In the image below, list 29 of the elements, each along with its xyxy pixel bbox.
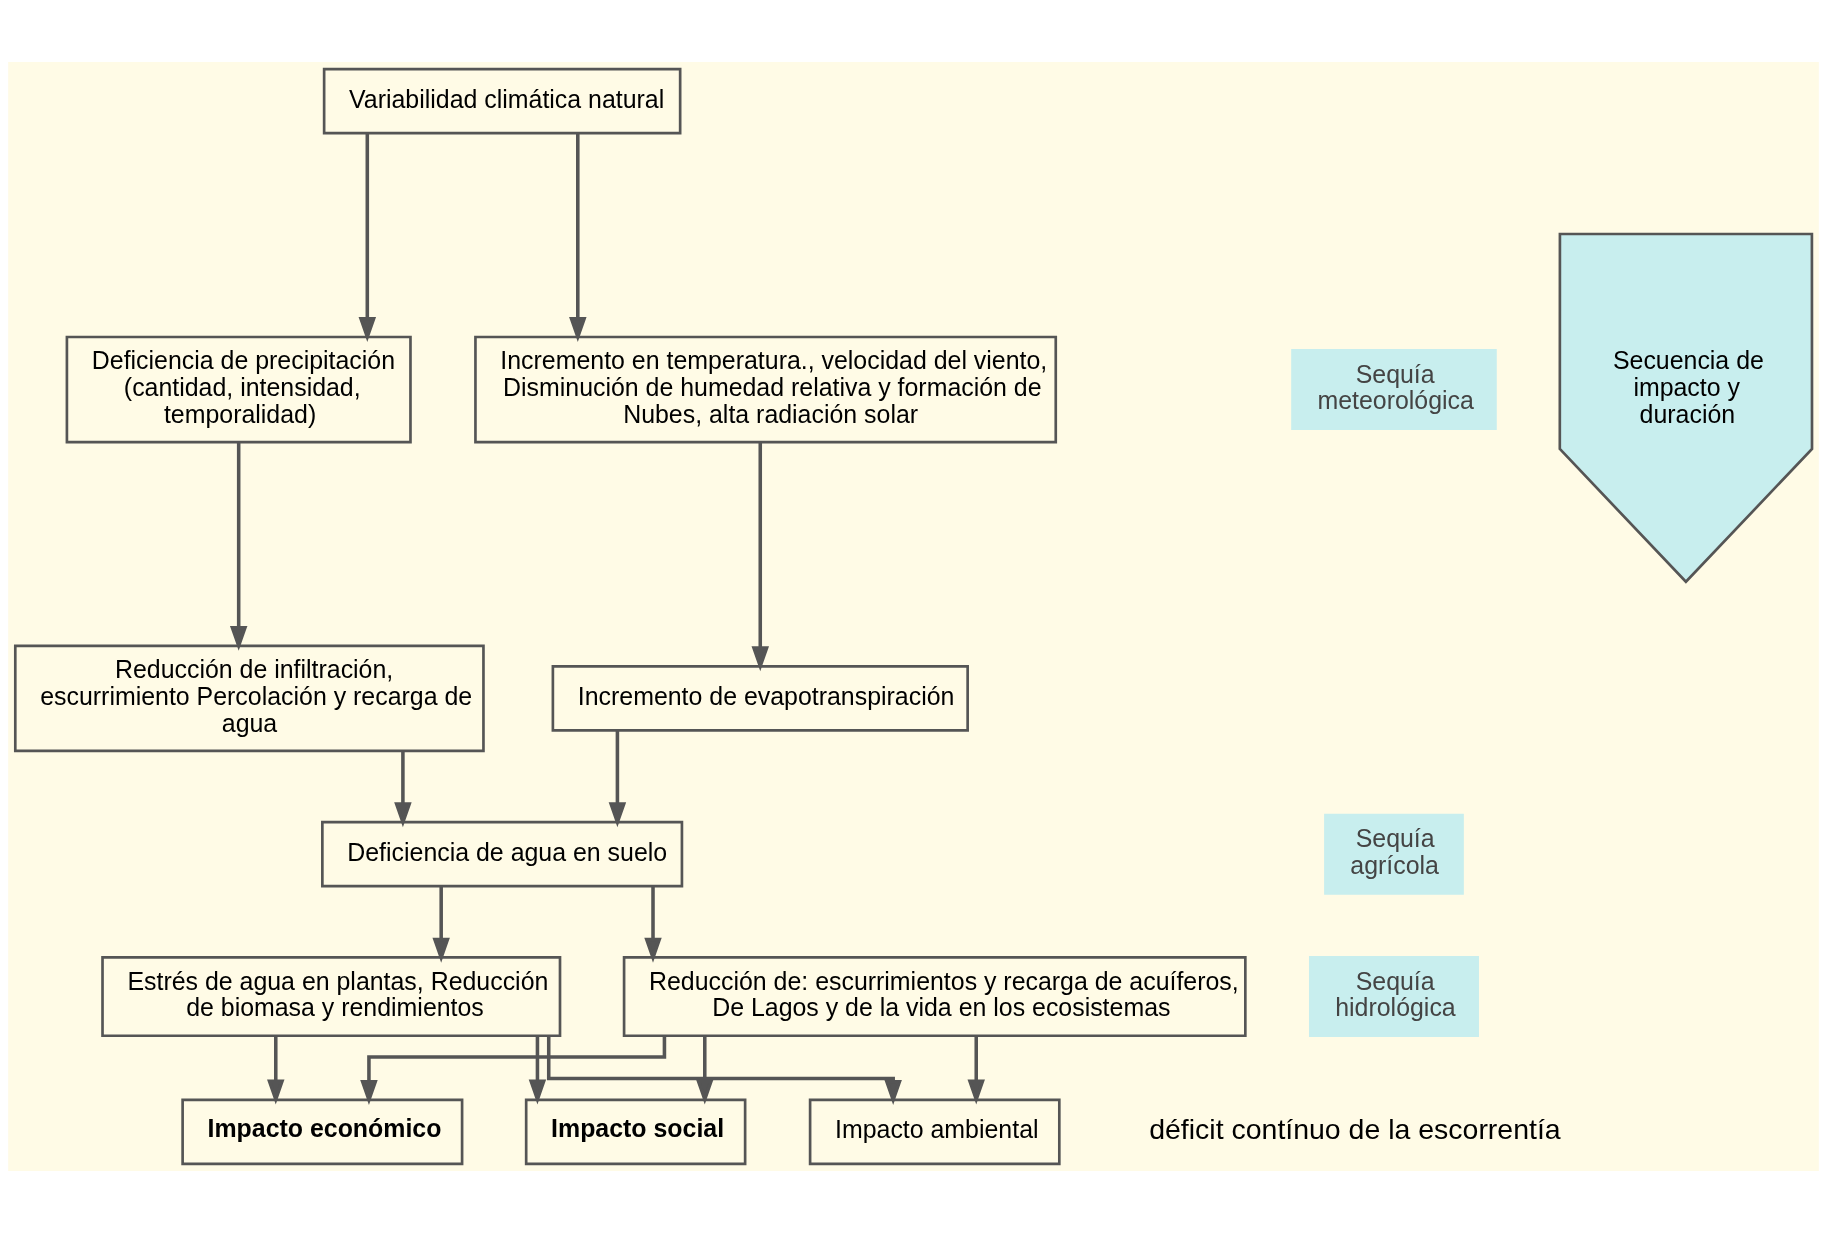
label: déficit contínuo de la escorrentía [1149, 1112, 1561, 1145]
node-box: Incremento en temperatura., velocidad del viento, Disminución de humedad relativa y formación de Nubes, alta radiación solar [474, 335, 1058, 444]
node-box: Impacto económico [181, 1098, 464, 1166]
arrow [394, 751, 412, 828]
arrow [267, 1036, 285, 1105]
arrow [229, 442, 248, 651]
node-box: Reducción de: escurrimientos y recarga de acuíferos, De Lagos y de la vida en los ecosistemas [622, 956, 1247, 1038]
node-box: Sequía meteorológica [1291, 349, 1497, 431]
arrow [432, 886, 450, 963]
node-box: Deficiencia de precipitación (cantidad, intensidad, temporalidad) [65, 335, 412, 444]
node-box: Deficiencia de agua en suelo [321, 820, 684, 888]
node-box: Sequía agrícola [1324, 813, 1464, 895]
arrow [967, 1036, 985, 1105]
arrow [358, 133, 377, 342]
node-box: Reducción de infiltración, escurrimiento Percolación y recarga de agua [13, 644, 485, 753]
node-box: Variabilidad climática natural [322, 67, 682, 135]
arrow [546, 1036, 902, 1105]
arrow [569, 133, 587, 342]
arrow [696, 1036, 714, 1105]
node-box: Impacto ambiental [808, 1098, 1061, 1166]
arrow [360, 1035, 667, 1106]
arrow [608, 730, 627, 828]
arrow [751, 442, 769, 672]
node-box: Impacto social [524, 1098, 747, 1166]
arrow [528, 1036, 547, 1105]
arrow [644, 886, 662, 963]
node-box: Incremento de evapotranspiración [551, 665, 969, 732]
node-box: Sequía hidrológica [1308, 956, 1479, 1038]
node-box: Estrés de agua en plantas, Reducción de biomasa y rendimientos [101, 956, 562, 1038]
